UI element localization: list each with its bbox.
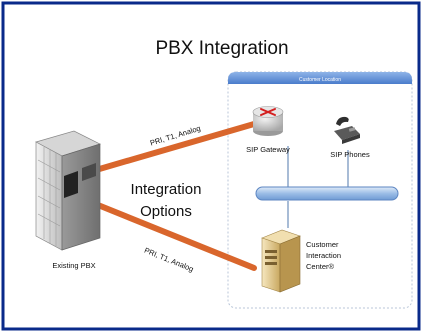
integration-options-line1: Integration [131,181,202,198]
integration-options-line2: Options [140,203,192,220]
lan-bus-bar [255,186,399,201]
router-icon [252,106,284,136]
lan-bus [255,146,399,228]
phone-icon [334,116,360,144]
cic-label-line3: Center® [306,262,335,271]
server-icon [261,229,301,293]
upper-trunk-link [93,121,257,173]
cic-label-line2: Interaction [306,251,341,260]
sip-phones-label: SIP Phones [330,150,370,159]
customer-location-label: Customer Location [299,77,341,83]
pbx-panel-window [64,171,78,198]
lower-trunk-link [95,202,257,271]
pbx-label: Existing PBX [52,261,95,270]
cic-label-line1: Customer [306,240,339,249]
customer-location-header [228,72,412,84]
sip-gateway-label: SIP Gateway [246,145,290,154]
pbx-cabinet-icon [35,130,101,251]
slide-title: PBX Integration [155,38,288,59]
